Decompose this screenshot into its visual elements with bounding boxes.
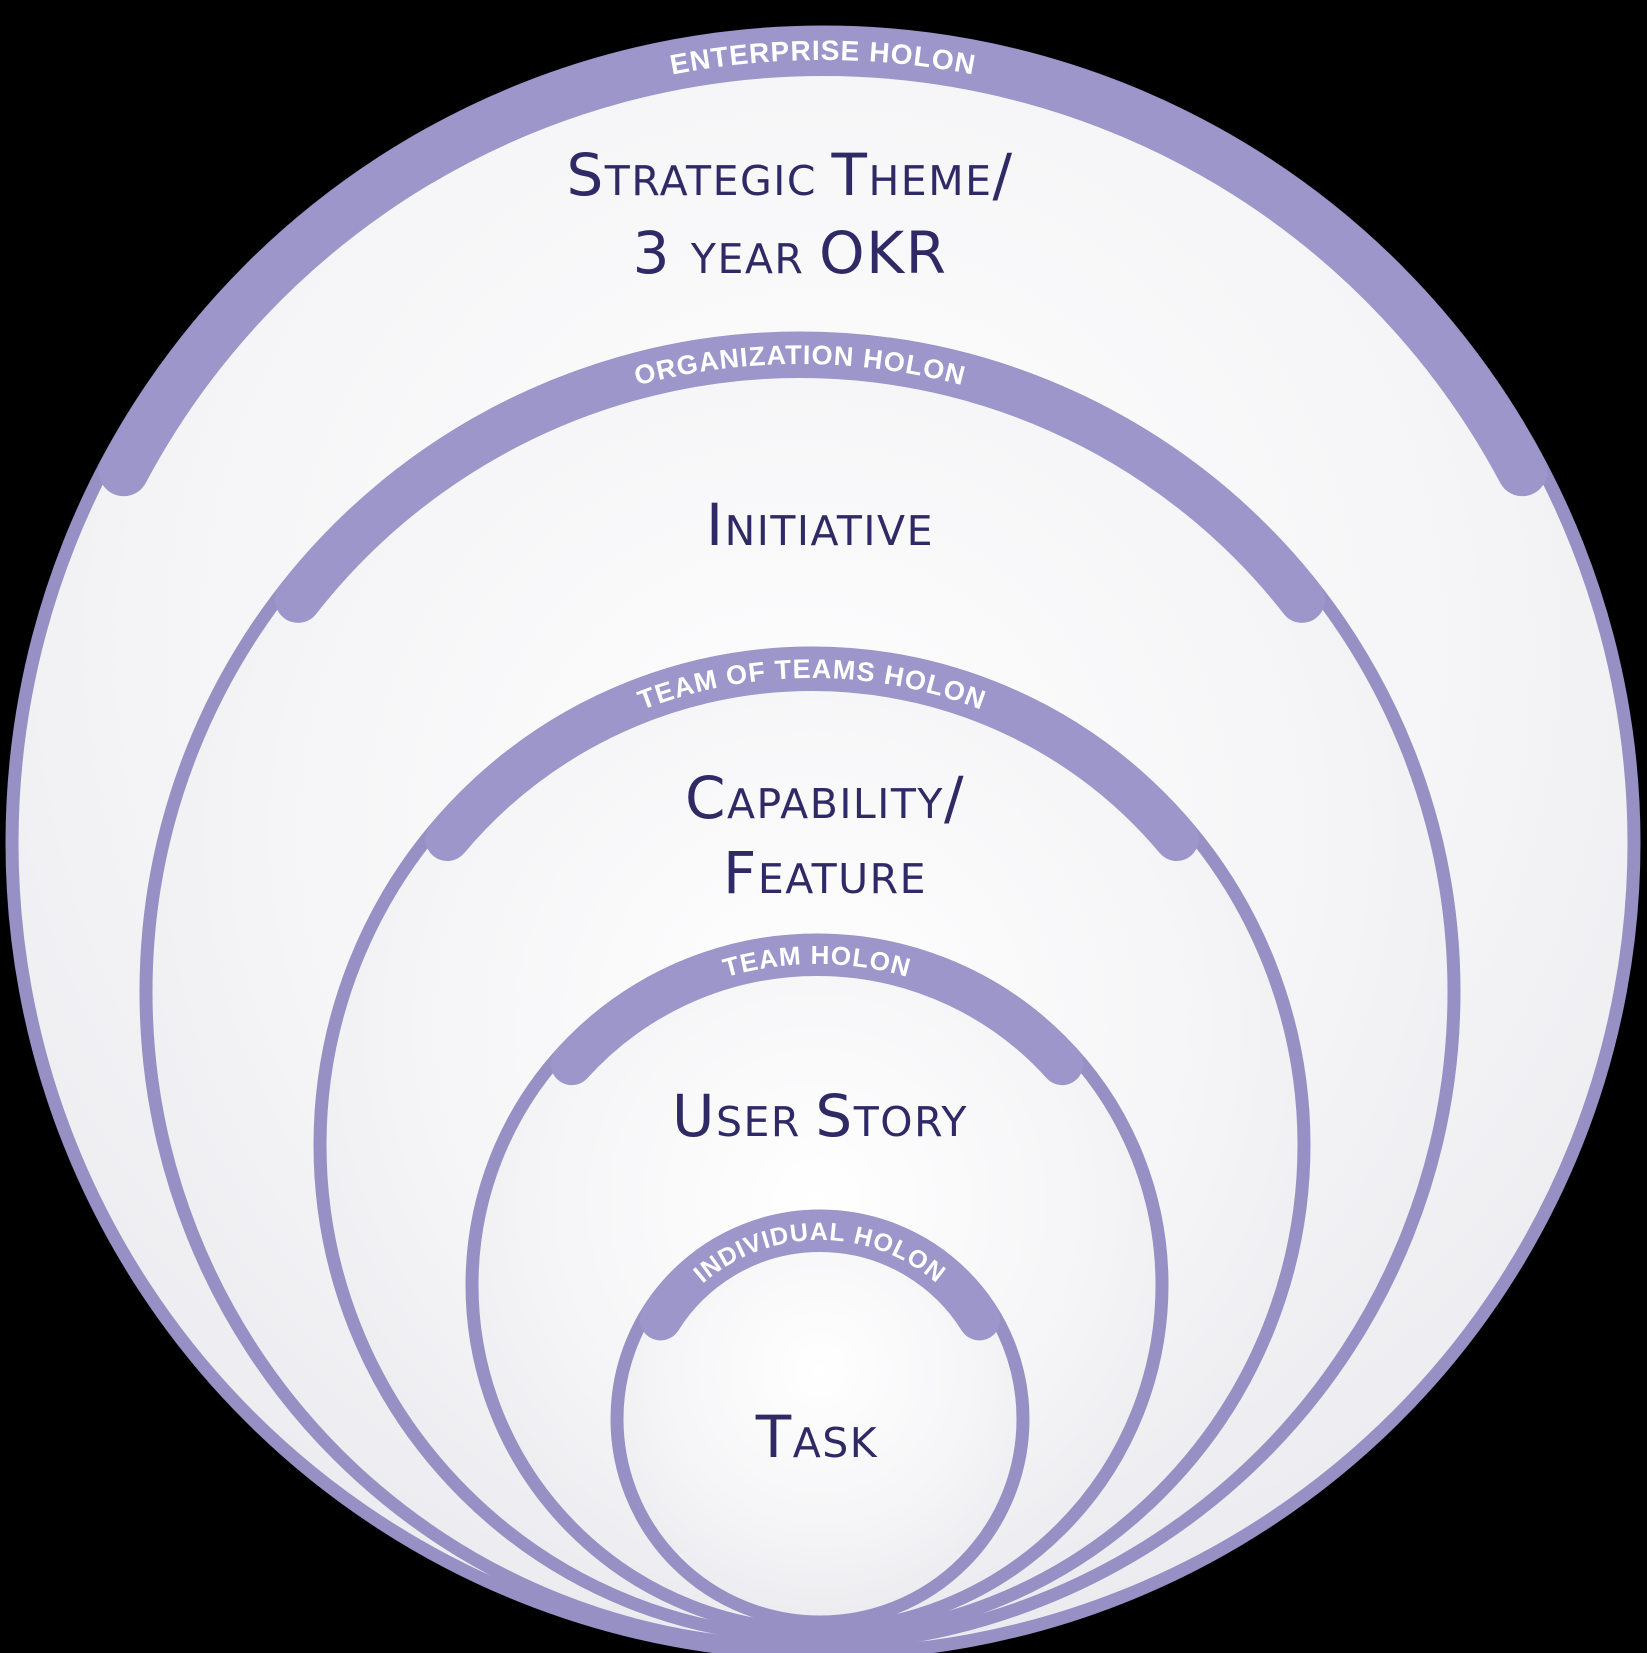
enterprise-title-line-1: STRATEGIC THEME/ [566, 141, 1013, 209]
team-title-line-1: USER STORY [672, 1082, 968, 1150]
enterprise-band [98, 26, 1548, 497]
team-of-teams-title-line-1: CAPABILITY/ [685, 764, 965, 832]
individual-band [639, 1210, 1001, 1341]
organization-band [275, 332, 1325, 623]
team-band [550, 934, 1084, 1086]
team-of-teams-band [425, 646, 1199, 862]
individual-title-line-1: TASK [755, 1403, 878, 1471]
organization-title-line-1: INITIATIVE [706, 491, 934, 559]
team-of-teams-title-line-2: FEATURE [723, 839, 927, 907]
enterprise-title-line-2: 3 YEAR OKR [633, 219, 948, 287]
